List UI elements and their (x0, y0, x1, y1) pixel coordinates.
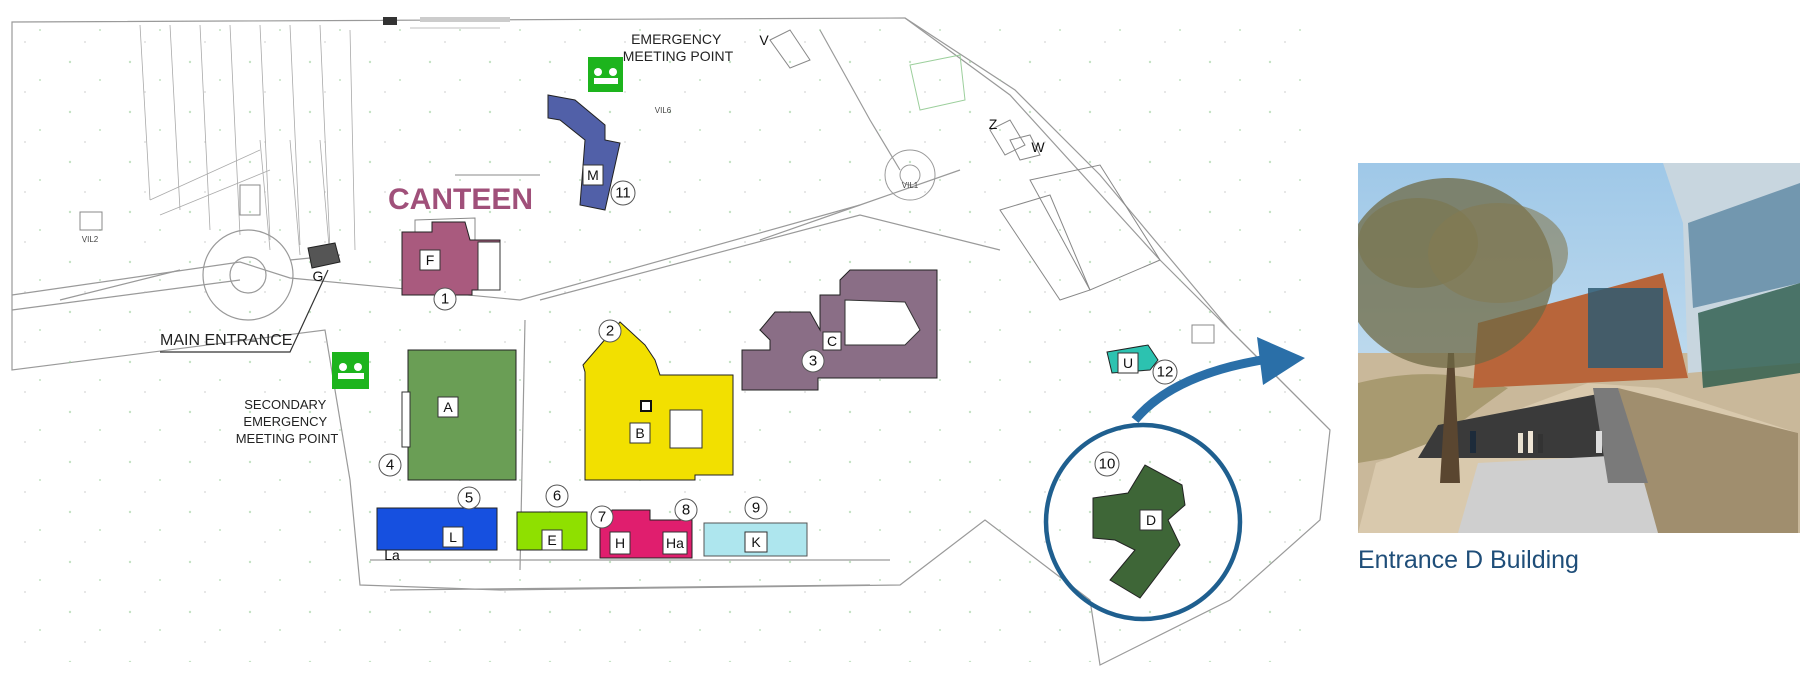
crosswalks (383, 17, 510, 25)
point-6: 6 (545, 484, 569, 508)
point-9: 9 (744, 496, 768, 520)
campus-map: VIL1 M F A B (11, 17, 1331, 666)
building-label-E: E (547, 532, 556, 548)
building-label-D: D (1146, 512, 1156, 528)
building-label-K: K (751, 534, 761, 550)
building-label-C: C (827, 333, 837, 349)
arrow-shaft (1131, 353, 1276, 423)
arrow-head-icon (1257, 337, 1305, 385)
point-4: 4 (378, 453, 402, 477)
building-M: M (547, 94, 621, 211)
secondary-meeting-point-icon (332, 352, 369, 389)
svg-text:1: 1 (441, 291, 449, 308)
building-label-F: F (426, 252, 435, 268)
building-label-A: A (443, 399, 453, 415)
label-vil1: VIL1 (902, 181, 919, 190)
parking-area (139, 19, 510, 259)
point-7: 7 (590, 505, 614, 529)
building-label-La: La (384, 547, 400, 563)
svg-text:5: 5 (465, 490, 473, 507)
svg-text:6: 6 (553, 488, 561, 505)
label-V: V (759, 32, 769, 48)
building-label-B: B (635, 425, 644, 441)
building-B: B (582, 321, 734, 481)
building-D: D (1092, 464, 1186, 599)
building-A: A (401, 349, 517, 481)
gatehouse-G: G (307, 242, 341, 284)
building-L: L La (376, 507, 498, 563)
emergency-meeting-point-icon (588, 57, 623, 92)
point-11: 11 (610, 180, 636, 206)
photo-caption: Entrance D Building (1358, 546, 1579, 574)
building-C: C (741, 269, 938, 391)
svg-text:12: 12 (1157, 364, 1174, 381)
entrance-d-highlight-circle (1043, 422, 1243, 622)
svg-text:4: 4 (386, 457, 394, 474)
svg-text:8: 8 (682, 502, 690, 519)
building-E: E (516, 511, 588, 551)
secondary-meeting-point-label: SECONDARY EMERGENCY MEETING POINT (236, 397, 339, 446)
point-1: 1 (433, 287, 457, 311)
label-vil2: VIL2 (82, 235, 99, 244)
main-entrance-pointer (160, 269, 329, 353)
svg-text:11: 11 (615, 185, 631, 202)
building-U: U (1106, 344, 1159, 374)
svg-text:2: 2 (606, 323, 614, 340)
svg-text:9: 9 (752, 500, 760, 517)
circle-vil1 (884, 149, 936, 201)
svg-text:10: 10 (1099, 456, 1116, 473)
building-label-L: L (449, 529, 457, 545)
numbered-points: 1 2 3 4 5 6 7 8 9 10 11 12 (378, 180, 1178, 529)
building-K: K (703, 522, 808, 557)
entrance-d-photo (1358, 163, 1800, 533)
building-label-U: U (1123, 355, 1133, 371)
emergency-meeting-point-label: EMERGENCY MEETING POINT (623, 31, 734, 64)
building-label-Ha: Ha (666, 535, 684, 551)
building-label-H: H (615, 535, 625, 551)
label-Z: Z (989, 116, 998, 132)
point-2: 2 (598, 319, 622, 343)
point-8: 8 (674, 498, 698, 522)
label-G: G (313, 268, 324, 284)
svg-text:3: 3 (809, 353, 817, 370)
building-H: H Ha (599, 509, 693, 559)
label-vil6: VIL6 (655, 106, 672, 115)
canteen-label: CANTEEN (388, 183, 533, 216)
svg-text:7: 7 (598, 509, 606, 526)
main-entrance-label: MAIN ENTRANCE (160, 332, 292, 349)
point-10: 10 (1094, 451, 1120, 477)
point-3: 3 (801, 349, 825, 373)
building-label-M: M (587, 167, 599, 183)
point-12: 12 (1152, 359, 1178, 385)
label-W: W (1031, 139, 1045, 155)
point-5: 5 (457, 486, 481, 510)
